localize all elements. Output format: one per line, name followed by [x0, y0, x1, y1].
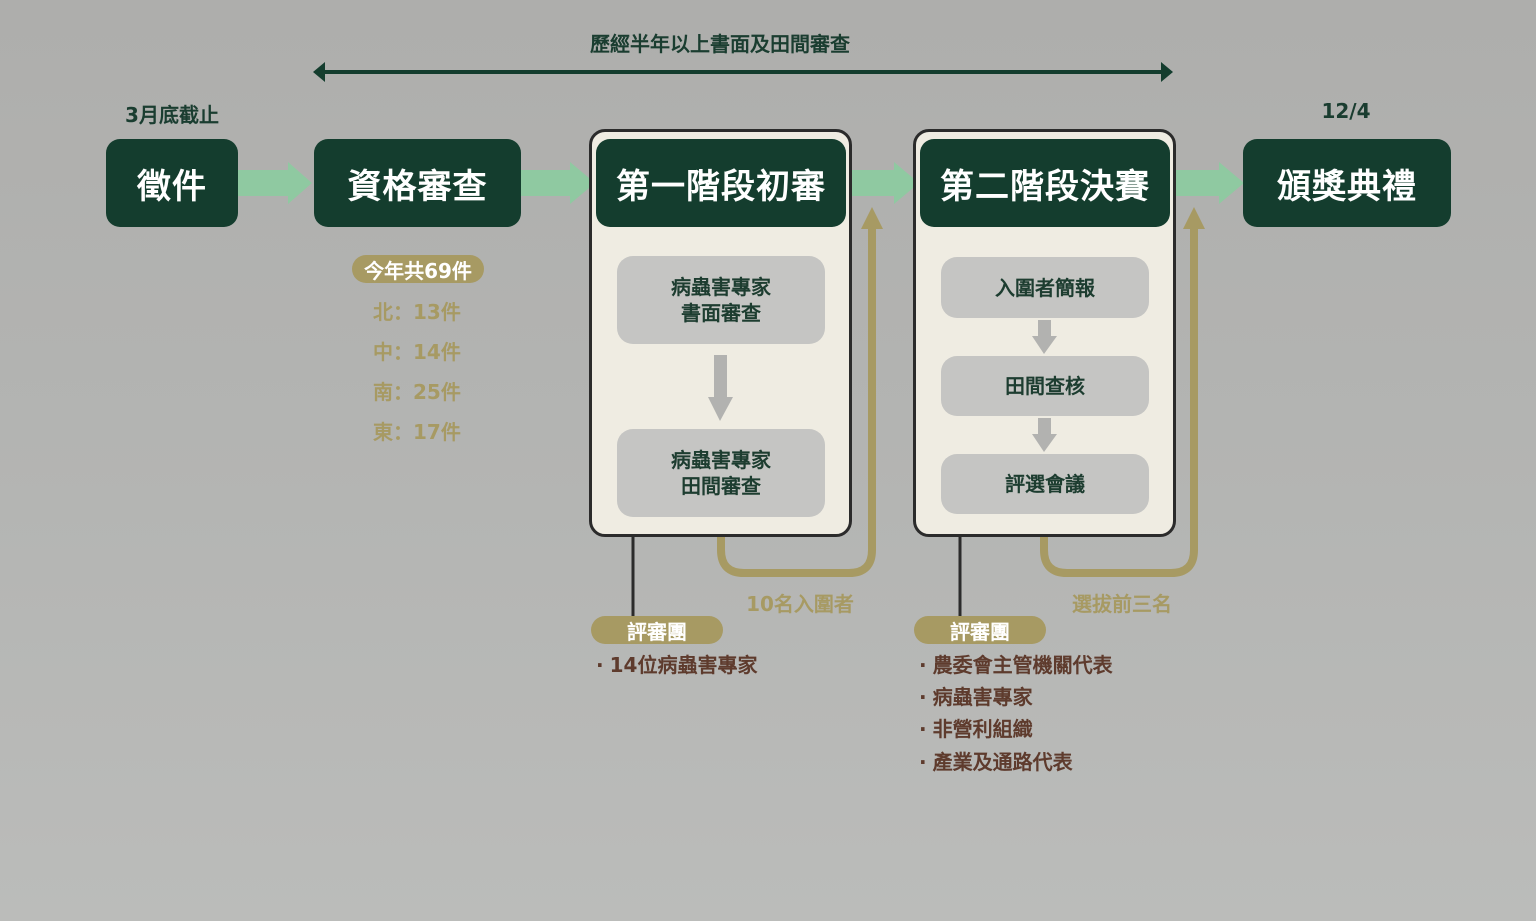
stage-award: 頒獎典禮	[1243, 139, 1451, 227]
jury-member-label: 非營利組織	[932, 717, 1033, 741]
step-line: 書面審查	[681, 301, 761, 325]
span-double-arrow	[313, 62, 1173, 82]
round2-jury-member: ·病蟲害專家	[919, 681, 1033, 710]
step-line: 病蟲害專家	[671, 275, 771, 299]
jury-member-label: 產業及通路代表	[932, 750, 1073, 774]
region-count-north: 北：13件	[373, 300, 461, 324]
stage-flow-arrows	[238, 162, 1244, 204]
round2-jury-member: ·產業及通路代表	[919, 746, 1073, 775]
bullet: ·	[919, 653, 927, 677]
round2-jury-member: ·非營利組織	[919, 713, 1033, 742]
bullet: ·	[919, 750, 927, 774]
step-line: 病蟲害專家	[671, 448, 771, 472]
ceremony-date: 12/4	[1321, 99, 1371, 123]
arrow-collect-to-qualify	[238, 162, 312, 204]
round1-jury-badge: 評審團	[591, 616, 723, 644]
round2-step-presentation: 入圍者簡報	[941, 257, 1149, 318]
arrow-round1-to-round2	[846, 162, 919, 204]
region-count-south: 南：25件	[373, 380, 461, 404]
round2-jury-member: ·農委會主管機關代表	[919, 649, 1113, 678]
round1-step-document-review: 病蟲害專家 書面審查	[617, 256, 825, 344]
jury-member-label: 14位病蟲害專家	[609, 653, 758, 677]
round2-jury-badge: 評審團	[914, 616, 1046, 644]
bullet: ·	[919, 685, 927, 709]
bullet: ·	[919, 717, 927, 741]
bullet: ·	[596, 653, 604, 677]
span-label: 歷經半年以上書面及田間審查	[590, 32, 850, 56]
stage-round2: 第二階段決賽	[920, 139, 1170, 227]
round1-result-loop	[717, 207, 883, 577]
round1-jury-member: ·14位病蟲害專家	[596, 649, 757, 678]
round1-result-label: 10名入圍者	[746, 592, 854, 616]
round1-step-field-review: 病蟲害專家 田間審查	[617, 429, 825, 517]
step-line: 田間審查	[681, 474, 761, 498]
round2-step-field-check: 田間查核	[941, 356, 1149, 416]
arrow-round2-to-award	[1170, 162, 1244, 204]
jury-member-label: 農委會主管機關代表	[932, 653, 1113, 677]
qualify-total-badge: 今年共69件	[352, 255, 484, 283]
round2-result-loop	[1040, 207, 1205, 577]
deadline-label: 3月底截止	[125, 103, 219, 127]
stage-collect: 徵件	[106, 139, 238, 227]
stage-round1: 第一階段初審	[596, 139, 846, 227]
region-count-central: 中：14件	[373, 340, 461, 364]
stage-qualify: 資格審查	[314, 139, 521, 227]
jury-member-label: 病蟲害專家	[932, 685, 1033, 709]
round2-step-selection-meeting: 評選會議	[941, 454, 1149, 514]
round2-result-label: 選拔前三名	[1072, 592, 1172, 616]
arrow-qualify-to-round1	[521, 162, 595, 204]
region-count-east: 東：17件	[373, 420, 461, 444]
